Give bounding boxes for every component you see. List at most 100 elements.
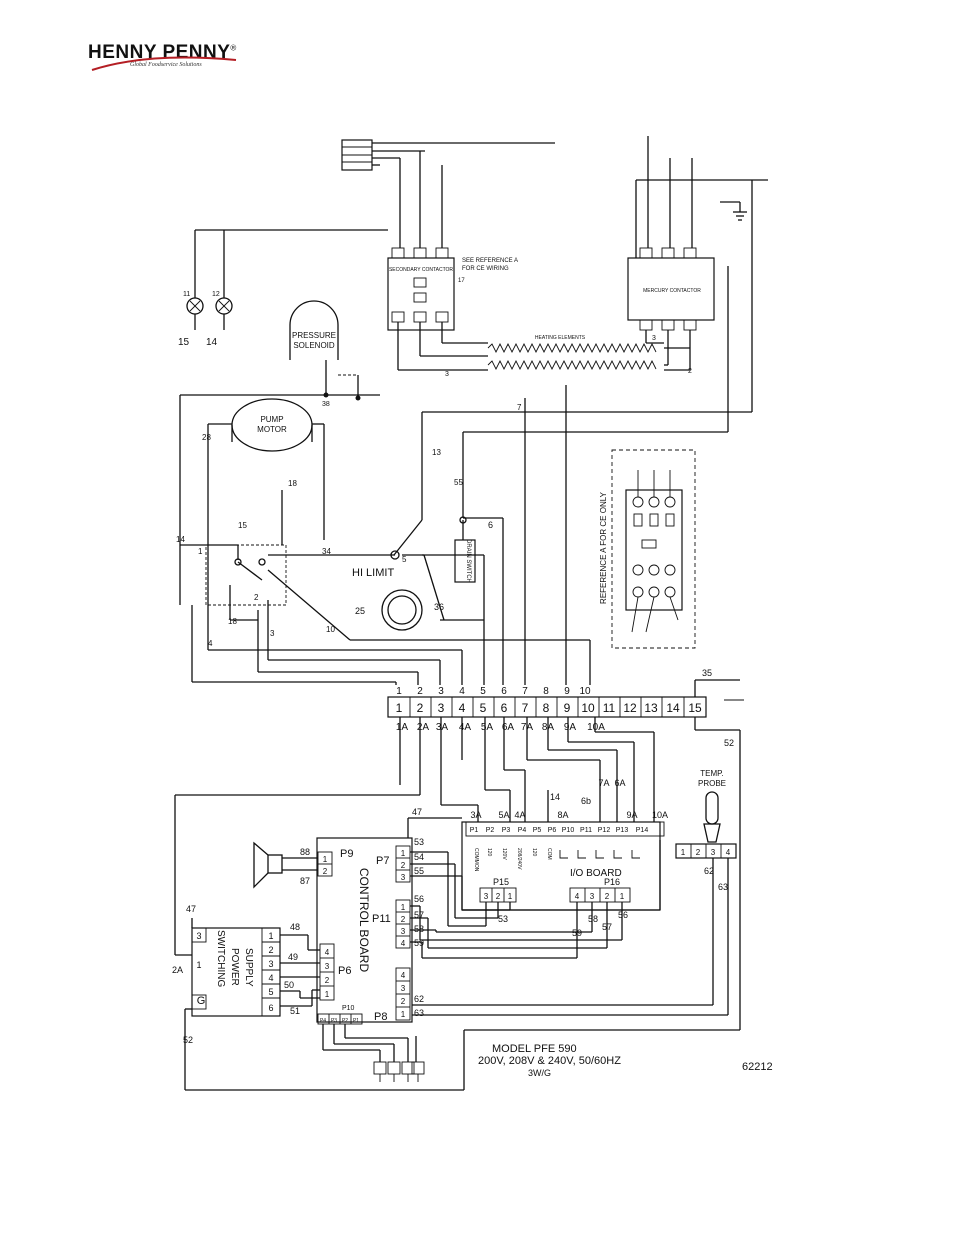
svg-text:53: 53 xyxy=(498,914,508,924)
pump-motor: PUMP MOTOR xyxy=(231,398,313,452)
model-label: MODEL PFE 590 xyxy=(492,1043,577,1055)
svg-text:P2: P2 xyxy=(486,827,495,834)
svg-text:4A: 4A xyxy=(514,810,525,820)
wire-label-3-right: 3 xyxy=(652,335,656,342)
svg-text:4: 4 xyxy=(401,939,406,948)
svg-text:3: 3 xyxy=(325,962,330,971)
svg-text:P1: P1 xyxy=(470,827,479,834)
svg-text:3: 3 xyxy=(196,931,201,941)
svg-text:2: 2 xyxy=(696,848,701,857)
svg-text:7A: 7A xyxy=(598,778,609,788)
wire-label-2-right: 2 xyxy=(688,368,692,375)
svg-text:SWITCHING: SWITCHING xyxy=(215,930,226,987)
pilot-lamp-left: 11 15 xyxy=(178,291,204,348)
svg-text:56: 56 xyxy=(414,894,424,904)
svg-text:62: 62 xyxy=(414,994,424,1004)
svg-text:4: 4 xyxy=(208,639,213,648)
svg-text:4: 4 xyxy=(268,973,273,983)
svg-text:10: 10 xyxy=(579,686,591,697)
svg-text:P4: P4 xyxy=(518,827,527,834)
svg-text:63: 63 xyxy=(414,1008,424,1018)
temp-probe: TEMP. PROBE 1 2 3 4 62 63 xyxy=(675,769,737,892)
svg-text:P9: P9 xyxy=(340,848,353,860)
svg-text:SOLENOID: SOLENOID xyxy=(293,341,335,350)
svg-text:18: 18 xyxy=(228,617,237,626)
svg-text:87: 87 xyxy=(300,876,310,886)
svg-text:1: 1 xyxy=(396,701,403,715)
svg-text:5A: 5A xyxy=(481,722,494,733)
svg-text:5: 5 xyxy=(402,555,407,564)
svg-text:7: 7 xyxy=(517,403,522,412)
svg-text:TEMP.: TEMP. xyxy=(700,769,723,778)
terminal-strip: 1 2 3 4 5 6 7 8 9 10 11 12 13 14 15 xyxy=(387,696,707,718)
io-board: P1 P2 P3 P4 P5 P6 P10 P11 P12 P13 P14 CO… xyxy=(461,821,665,911)
svg-text:COMMON: COMMON xyxy=(473,848,479,872)
svg-text:2: 2 xyxy=(401,997,406,1006)
svg-text:DRAIN SWITCH: DRAIN SWITCH xyxy=(465,539,471,583)
svg-text:10A: 10A xyxy=(652,810,668,820)
svg-text:1: 1 xyxy=(401,903,406,912)
svg-text:2A: 2A xyxy=(172,965,183,975)
svg-text:P15: P15 xyxy=(493,877,509,887)
svg-text:59: 59 xyxy=(414,938,424,948)
svg-text:10: 10 xyxy=(581,701,595,715)
svg-text:3: 3 xyxy=(711,848,716,857)
terminal-strip-bottom-labels: 1A 2A 3A 4A 5A 6A 7A 8A 9A 10A xyxy=(396,722,605,733)
svg-text:15: 15 xyxy=(688,701,702,715)
svg-text:PRESSURE: PRESSURE xyxy=(292,331,336,340)
svg-text:10: 10 xyxy=(326,625,335,634)
svg-text:2: 2 xyxy=(325,976,330,985)
svg-text:2: 2 xyxy=(254,593,259,602)
svg-text:13: 13 xyxy=(432,448,441,457)
svg-text:3A: 3A xyxy=(436,722,449,733)
svg-text:3: 3 xyxy=(590,892,595,901)
svg-text:2: 2 xyxy=(401,861,406,870)
wire-label-3-left: 3 xyxy=(445,371,449,378)
svg-text:2: 2 xyxy=(605,892,610,901)
svg-text:3: 3 xyxy=(268,959,273,969)
logo-swoosh-icon xyxy=(91,56,237,71)
svg-text:3: 3 xyxy=(438,686,444,697)
svg-text:14: 14 xyxy=(550,792,560,802)
svg-text:COM: COM xyxy=(546,848,552,860)
svg-text:1: 1 xyxy=(396,686,402,697)
svg-text:3A: 3A xyxy=(470,810,481,820)
secondary-contactor-label: SECONDARY CONTACTOR xyxy=(389,267,453,273)
svg-text:62: 62 xyxy=(704,866,714,876)
svg-text:55: 55 xyxy=(454,478,463,487)
svg-text:P11: P11 xyxy=(372,913,391,925)
drain-switch: DRAIN SWITCH 6 xyxy=(454,516,504,685)
svg-text:1: 1 xyxy=(268,931,273,941)
svg-text:11: 11 xyxy=(183,291,190,298)
svg-text:56: 56 xyxy=(618,910,628,920)
svg-text:P14: P14 xyxy=(636,827,649,834)
svg-text:1A: 1A xyxy=(396,722,409,733)
svg-text:PROBE: PROBE xyxy=(698,779,726,788)
heating-elements: HEATING ELEMENTS 3 2 3 xyxy=(397,322,692,378)
reference-ce-note-line2: FOR CE WIRING xyxy=(462,266,509,272)
svg-text:55: 55 xyxy=(414,866,424,876)
svg-text:HI LIMIT: HI LIMIT xyxy=(352,567,394,579)
svg-text:P16: P16 xyxy=(604,877,620,887)
terminal-strip-top-numbers: 1 2 3 4 5 6 7 8 9 10 xyxy=(396,686,591,697)
svg-text:35: 35 xyxy=(702,668,712,678)
svg-text:9: 9 xyxy=(564,701,571,715)
svg-text:1: 1 xyxy=(325,990,330,999)
svg-text:7: 7 xyxy=(522,686,528,697)
svg-text:P10: P10 xyxy=(562,827,575,834)
svg-text:51: 51 xyxy=(290,1006,300,1016)
svg-text:15: 15 xyxy=(178,337,190,348)
svg-text:3: 3 xyxy=(401,927,406,936)
svg-text:P3: P3 xyxy=(502,827,511,834)
svg-text:2: 2 xyxy=(496,892,501,901)
svg-text:1: 1 xyxy=(196,960,201,970)
svg-text:7: 7 xyxy=(522,701,529,715)
svg-text:P3: P3 xyxy=(331,1018,337,1024)
svg-text:5: 5 xyxy=(268,987,273,997)
svg-text:P11: P11 xyxy=(580,827,592,834)
keypad-connector xyxy=(373,1061,425,1082)
svg-text:1: 1 xyxy=(401,849,406,858)
hi-limit-thermostat: 5 HI LIMIT 25 36 xyxy=(352,550,484,631)
svg-text:63: 63 xyxy=(718,882,728,892)
svg-text:52: 52 xyxy=(183,1035,193,1045)
